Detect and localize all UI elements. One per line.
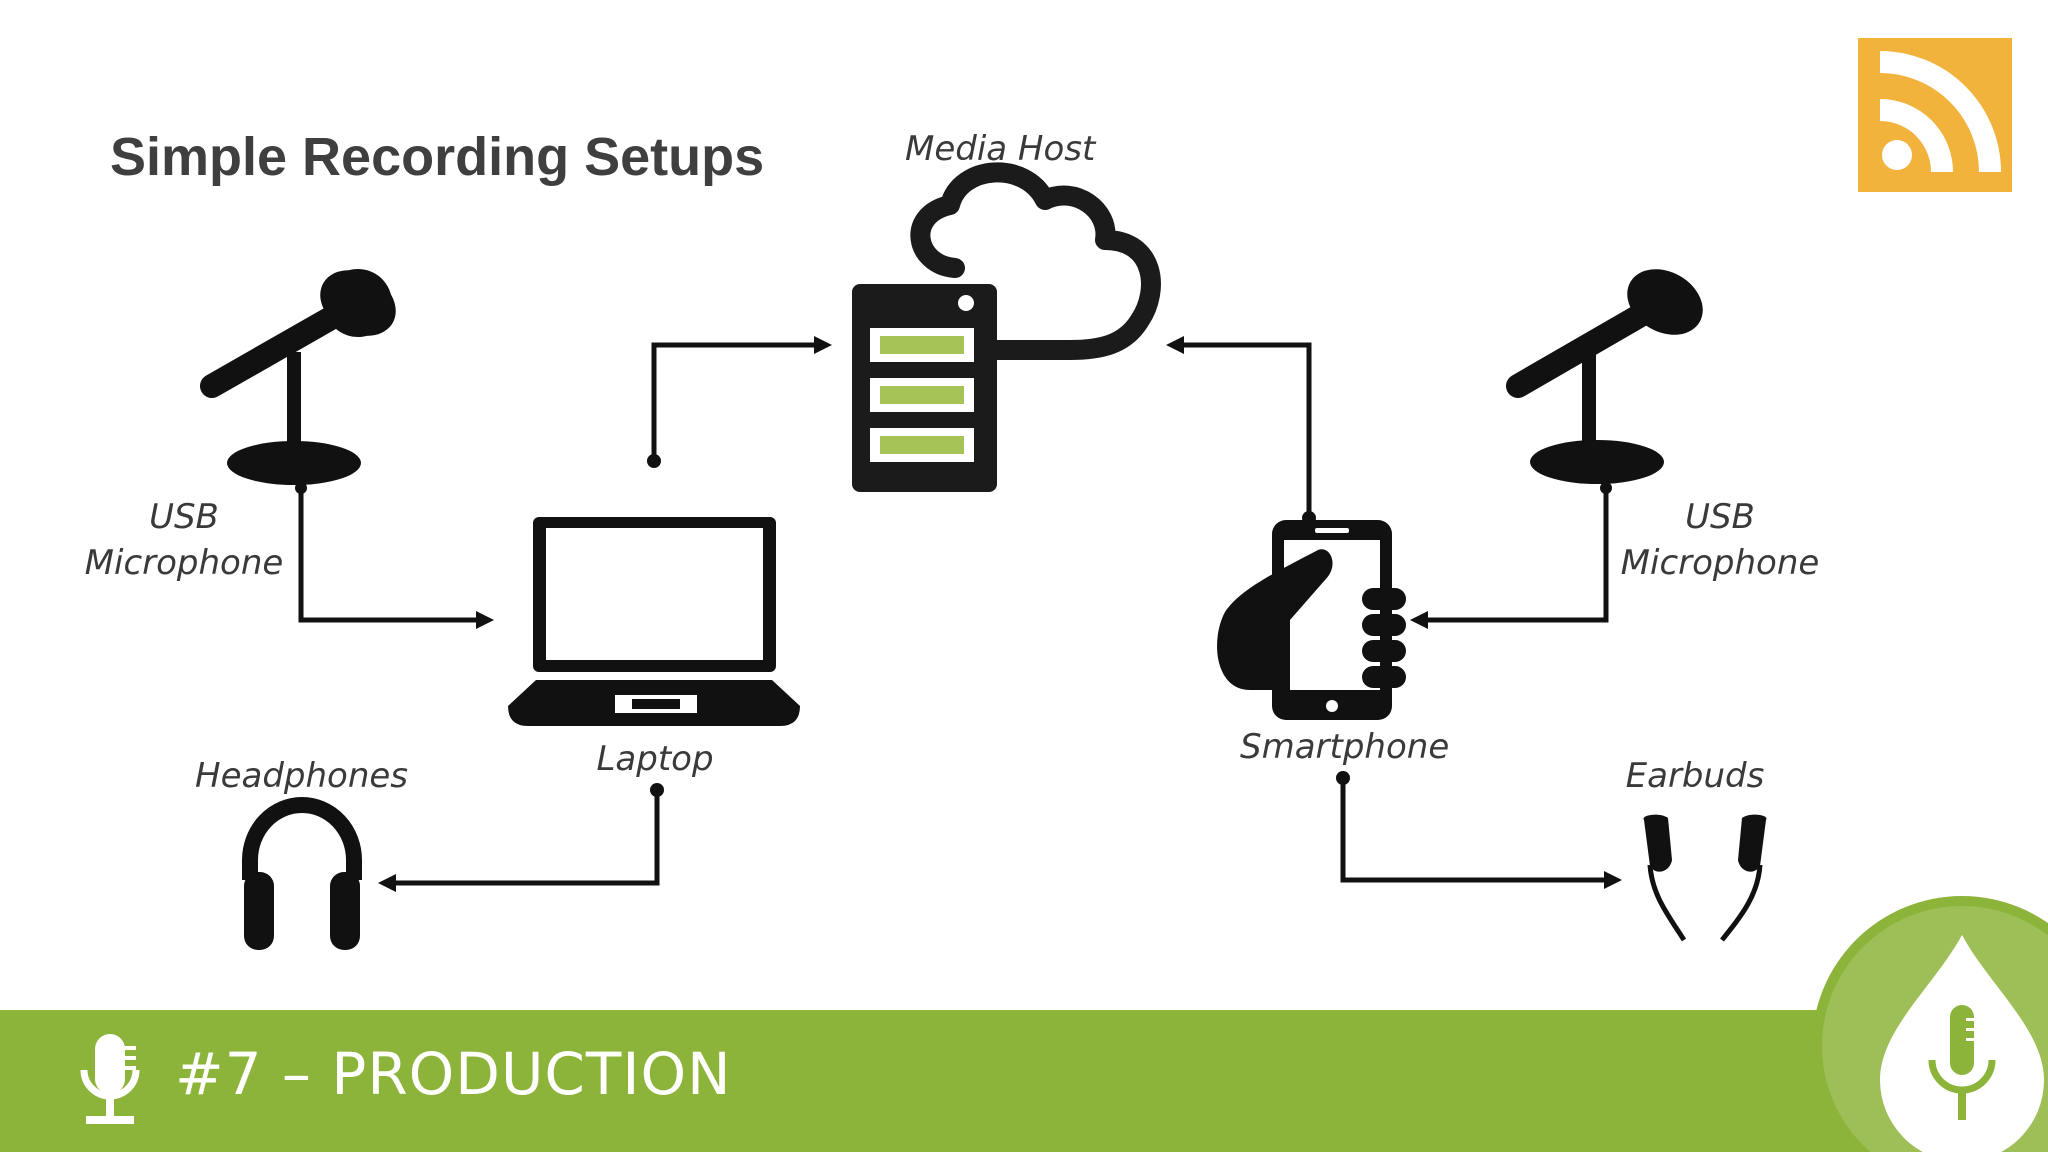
smartphone-in-hand-icon <box>1217 520 1406 720</box>
usb-microphone-left-label: USB Microphone <box>84 494 284 586</box>
usb-microphone-right-label: USB Microphone <box>1620 494 1820 586</box>
podcast-mic-icon <box>80 1034 140 1124</box>
headphones-icon <box>242 797 362 950</box>
drop-logo-icon <box>1812 896 2048 1152</box>
smartphone-label: Smartphone <box>1240 724 1450 770</box>
usb-microphone-left-line1: USB <box>149 497 219 537</box>
smartphone-text: Smartphone <box>1240 727 1450 767</box>
usb-microphone-right-line1: USB <box>1685 497 1755 537</box>
slide-title: Simple Recording Setups <box>110 127 765 187</box>
earbuds-icon <box>1643 814 1767 942</box>
server-icon <box>852 284 997 492</box>
headphones-label: Headphones <box>195 753 409 799</box>
laptop-icon <box>508 517 800 726</box>
laptop-label: Laptop <box>580 736 730 782</box>
media-host-text: Media Host <box>905 129 1096 169</box>
rss-icon <box>1858 38 2012 192</box>
earbuds-text: Earbuds <box>1625 756 1765 796</box>
footer-bar <box>0 1010 2048 1152</box>
laptop-text: Laptop <box>596 739 714 779</box>
microphone-icon-right <box>1506 269 1703 484</box>
microphone-icon-left <box>200 269 396 485</box>
headphones-text: Headphones <box>195 756 409 796</box>
usb-microphone-right-line2: Microphone <box>1620 543 1820 583</box>
footer-label: #7 – PRODUCTION <box>175 1040 732 1108</box>
media-host-label: Media Host <box>905 126 1096 172</box>
usb-microphone-left-line2: Microphone <box>84 543 284 583</box>
earbuds-label: Earbuds <box>1610 753 1780 799</box>
connectors <box>295 336 1622 892</box>
cloud-icon <box>910 162 1161 360</box>
